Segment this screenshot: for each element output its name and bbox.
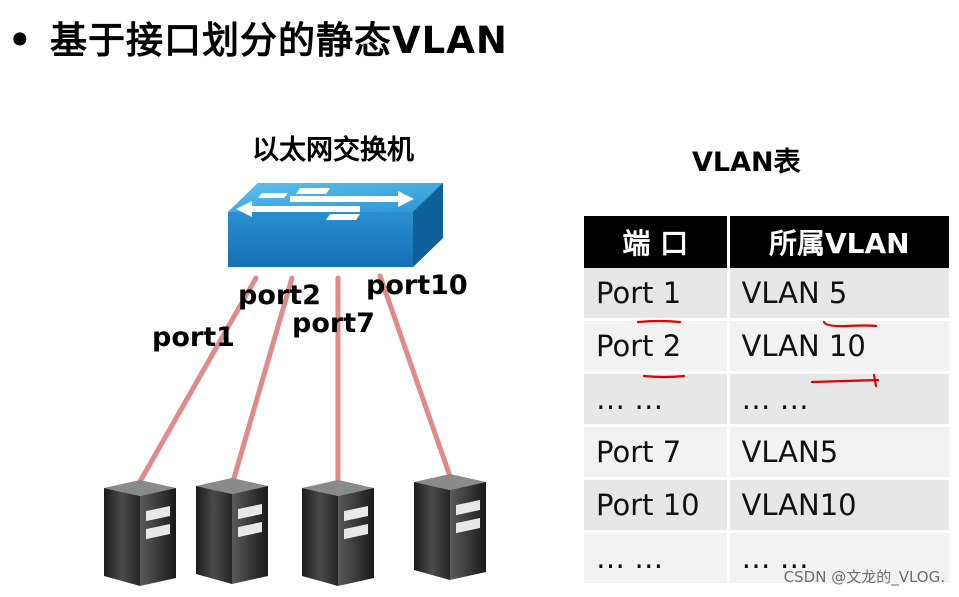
cell-port: Port 2: [584, 319, 730, 374]
vlan-table: 端 口 所属VLAN Port 1 VLAN 5 Port 2 VLAN 10 …: [584, 216, 949, 586]
port7-label: port7: [292, 308, 375, 339]
header-vlan: 所属VLAN: [728, 216, 949, 268]
cable-port2: [229, 275, 295, 488]
server-icon-4: [414, 474, 486, 580]
table-row: Port 10 VLAN10: [584, 478, 949, 533]
table-header-row: 端 口 所属VLAN: [584, 216, 949, 268]
server-icon-2: [196, 478, 268, 584]
watermark: CSDN @文龙的_VLOG.: [783, 568, 945, 586]
cell-vlan: … …: [728, 531, 949, 586]
slide-title-text: 基于接口划分的静态VLAN: [50, 19, 508, 62]
slide-title: • 基于接口划分的静态VLAN: [8, 10, 508, 62]
header-port: 端 口: [584, 216, 730, 268]
cable-port10: [377, 273, 455, 485]
switch-title: 以太网交换机: [252, 135, 414, 166]
server-icon-3: [302, 480, 374, 586]
cell-port: Port 10: [584, 478, 730, 533]
cell-port: … …: [584, 531, 730, 586]
table-row: Port 7 VLAN5: [584, 425, 949, 480]
table-row: Port 2 VLAN 10: [584, 319, 949, 374]
cell-vlan: VLAN 5: [728, 268, 949, 321]
cable-port1: [135, 275, 259, 488]
table-row: … … … …: [584, 372, 949, 427]
cell-port: Port 7: [584, 425, 730, 480]
cell-vlan: VLAN5: [728, 425, 949, 480]
port10-label: port10: [366, 270, 468, 301]
cell-port: … …: [584, 372, 730, 427]
table-row: … … … …: [584, 531, 949, 586]
cell-port: Port 1: [584, 268, 730, 321]
bullet-icon: •: [8, 19, 33, 62]
port1-label: port1: [152, 322, 235, 353]
cell-vlan: … …: [728, 372, 949, 427]
cell-vlan: VLAN10: [728, 478, 949, 533]
table-row: Port 1 VLAN 5: [584, 268, 949, 321]
switch-icon: [228, 183, 443, 267]
cell-vlan: VLAN 10: [728, 319, 949, 374]
vlan-table-title: VLAN表: [692, 147, 801, 178]
server-icon-1: [104, 480, 176, 586]
port2-label: port2: [238, 280, 321, 311]
cables: [135, 273, 455, 491]
